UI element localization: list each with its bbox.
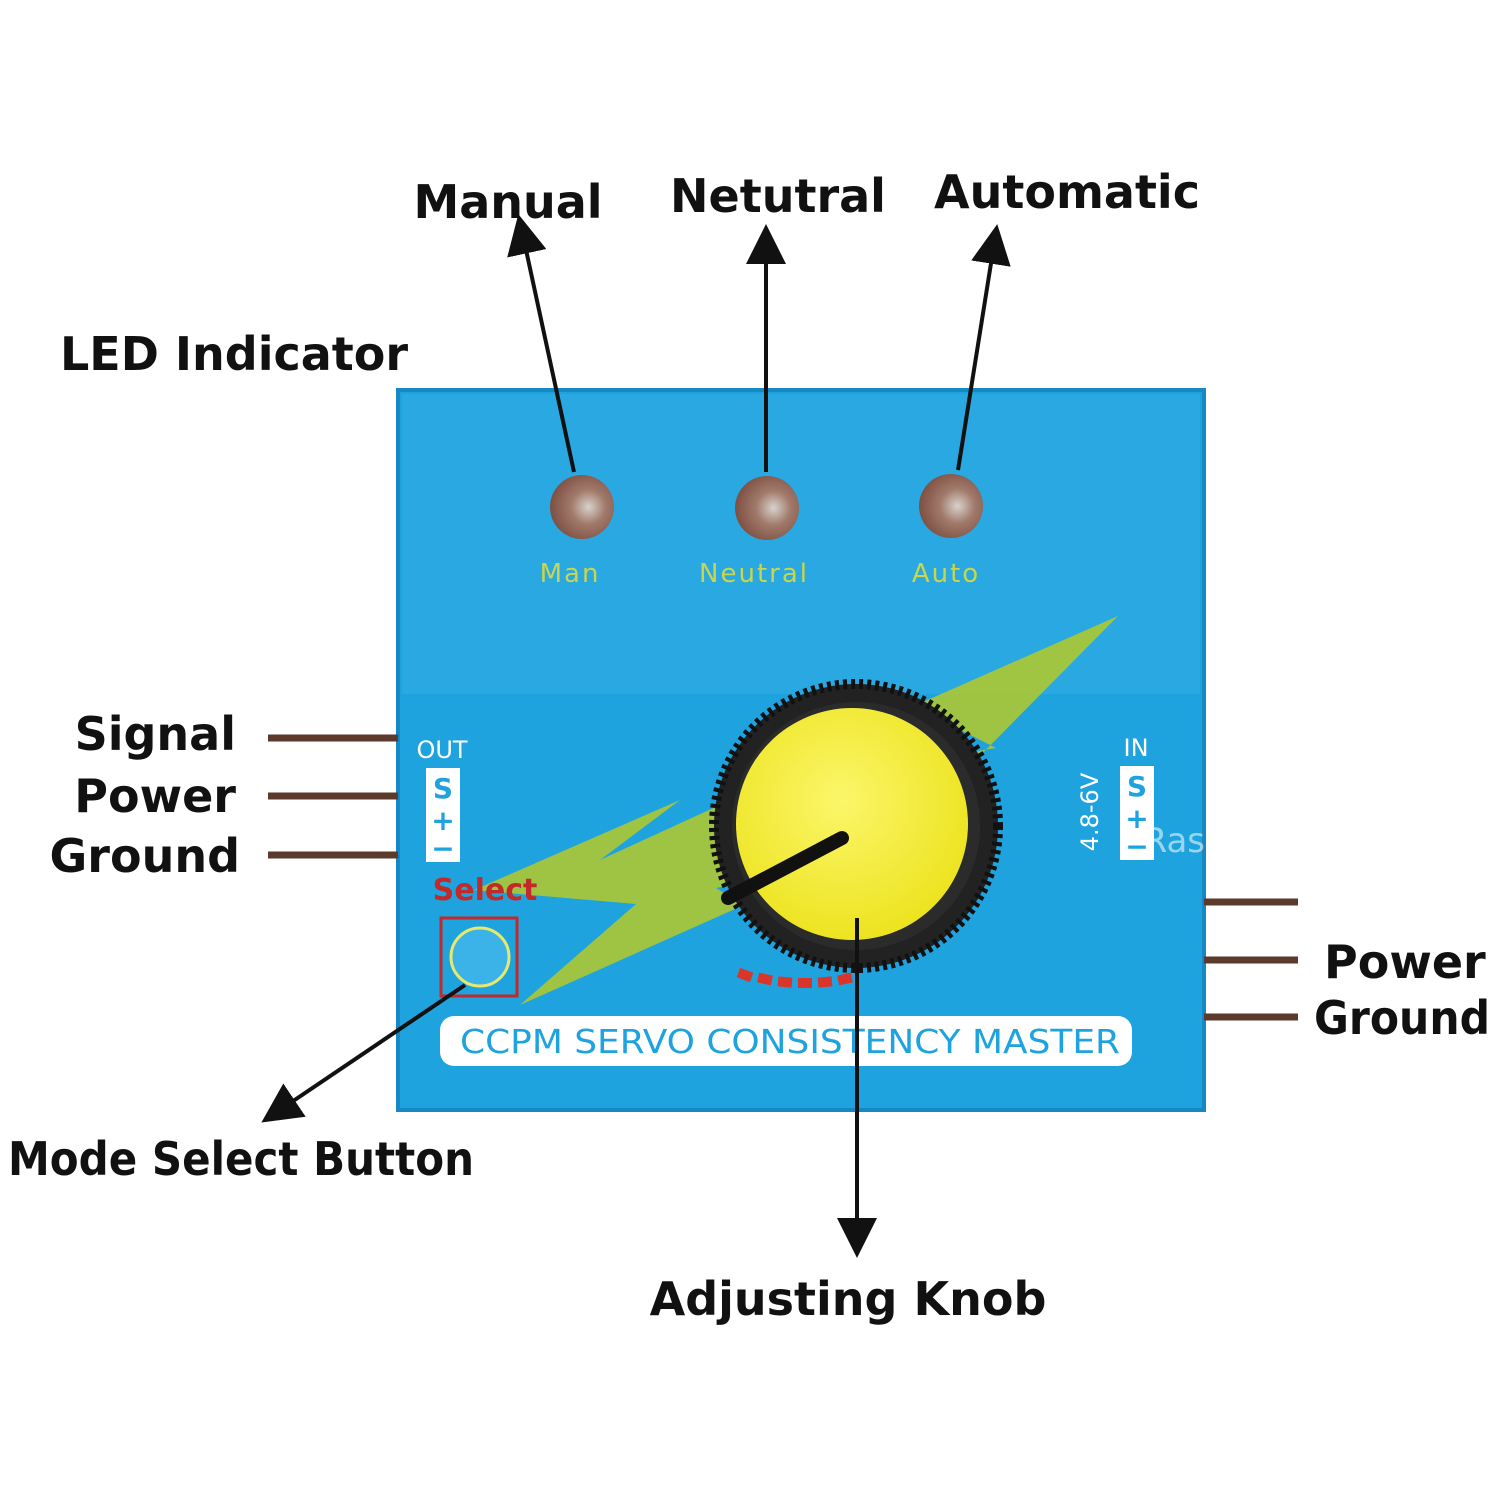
watermark: Rasbee [1144, 821, 1269, 861]
out-label: OUT [416, 736, 467, 764]
voltage-label: 4.8-6V [1076, 772, 1104, 851]
in-pin-minus: − [1125, 830, 1148, 863]
callout-automatic: Automatic [934, 165, 1200, 219]
led-icon [735, 476, 799, 540]
callout-in-power: Power [1324, 935, 1486, 989]
mode-select-button[interactable] [439, 916, 519, 998]
in-label: IN [1123, 734, 1148, 762]
knob-scale [736, 967, 853, 988]
out-pin-legend [426, 768, 460, 862]
title-banner: CCPM SERVO CONSISTENCY MASTER [460, 1022, 1120, 1061]
led-icon [919, 474, 983, 538]
button-cap [449, 926, 511, 988]
led-label-auto: Auto [912, 559, 980, 589]
callout-adjusting-knob: Adjusting Knob [650, 1272, 1047, 1326]
led-auto [919, 474, 983, 538]
arrow-icon [507, 214, 576, 473]
callout-out-power: Power [74, 769, 236, 823]
arrow-icon [261, 983, 467, 1123]
arrow-icon [956, 224, 1011, 471]
callout-in-ground: Ground [1314, 991, 1490, 1045]
in-pin-legend [1120, 766, 1154, 860]
in-pin-s: S [1127, 770, 1147, 803]
out-pin-minus: − [431, 832, 454, 865]
select-label: Select [433, 873, 538, 908]
input-pins [1204, 898, 1298, 1021]
in-pin-plus: + [1125, 802, 1148, 835]
led-label-man: Man [540, 559, 601, 589]
callout-out-ground: Ground [50, 829, 240, 883]
button-icon [439, 916, 519, 998]
title-banner-bg [440, 1016, 1132, 1066]
output-pins [268, 734, 398, 859]
led-label-neutral: Neutral [699, 559, 809, 589]
led-manual [550, 475, 614, 539]
knob-cap [736, 708, 968, 940]
callout-manual: Manual [413, 175, 602, 229]
callout-led-indicator: LED Indicator [60, 327, 408, 381]
adjusting-knob[interactable] [709, 679, 1003, 973]
knob-pointer [721, 831, 849, 905]
callout-mode-select: Mode Select Button [8, 1132, 474, 1186]
callout-neutral: Netutral [670, 169, 886, 223]
callout-out-signal: Signal [75, 707, 236, 761]
out-pin-s: S [433, 772, 453, 805]
out-pin-plus: + [431, 804, 454, 837]
led-neutral [735, 476, 799, 540]
led-icon [550, 475, 614, 539]
